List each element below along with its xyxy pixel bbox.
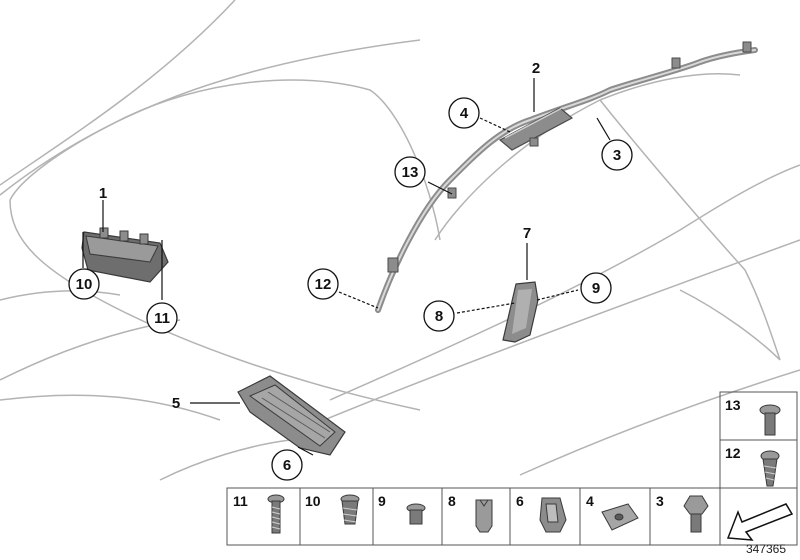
leader-lines: [82, 78, 611, 456]
svg-text:10: 10: [76, 276, 93, 293]
callout-2: 2: [532, 60, 540, 77]
svg-text:5: 5: [172, 395, 180, 412]
fastener-cell-3: 3: [656, 493, 664, 509]
callout-4: 4: [448, 97, 480, 129]
fastener-cell-13: 13: [725, 397, 741, 413]
callout-1: 1: [99, 185, 107, 202]
bolt-icon: [406, 503, 426, 525]
svg-text:7: 7: [523, 225, 531, 242]
knee-airbag-part: [237, 375, 346, 456]
callout-9: 9: [580, 272, 612, 304]
rivet-nut-icon: [475, 499, 493, 533]
svg-text:13: 13: [402, 164, 419, 181]
fastener-cell-8: 8: [448, 493, 456, 509]
fastener-cell-4: 4: [586, 493, 594, 509]
vehicle-outline: [0, 0, 800, 481]
svg-text:4: 4: [586, 493, 594, 509]
callout-7: 7: [523, 225, 531, 242]
callout-10: 10: [68, 268, 100, 300]
svg-text:9: 9: [378, 493, 386, 509]
fastener-cell-12: 12: [725, 445, 741, 461]
svg-text:10: 10: [305, 493, 321, 509]
svg-text:3: 3: [613, 147, 621, 164]
callout-6: 6: [271, 449, 303, 481]
svg-text:13: 13: [725, 397, 741, 413]
screw-icon: [267, 494, 285, 534]
svg-text:3: 3: [656, 493, 664, 509]
fastener-cell-11: 11: [233, 493, 248, 509]
fastener-cell-10: 10: [305, 493, 321, 509]
svg-text:6: 6: [516, 493, 524, 509]
hex-bolt-icon: [683, 495, 709, 533]
screw-icon: [760, 450, 780, 487]
svg-text:9: 9: [592, 280, 600, 297]
svg-text:8: 8: [435, 308, 443, 325]
callout-5: 5: [172, 395, 180, 412]
svg-text:11: 11: [233, 493, 248, 509]
fastener-cell-6: 6: [516, 493, 524, 509]
speed-nut-icon: [601, 503, 639, 531]
svg-text:12: 12: [315, 276, 332, 293]
svg-text:8: 8: [448, 493, 456, 509]
svg-text:2: 2: [532, 60, 540, 77]
screw-icon: [340, 494, 360, 525]
gas-generator-part: [498, 107, 574, 151]
passenger-airbag-part: [81, 227, 169, 283]
callout-3: 3: [601, 139, 633, 171]
clip-icon: [539, 497, 567, 533]
svg-text:11: 11: [154, 310, 170, 327]
bolt-icon: [759, 404, 781, 436]
arrow-icon: [726, 503, 794, 541]
fastener-cell-9: 9: [378, 493, 386, 509]
svg-text:4: 4: [460, 105, 469, 122]
callout-11: 11: [146, 302, 178, 334]
diagram-number: 347365: [746, 542, 786, 556]
trim-cover-part: [502, 281, 539, 343]
callout-12: 12: [307, 268, 339, 300]
svg-text:1: 1: [99, 185, 107, 202]
callout-8: 8: [423, 300, 455, 332]
svg-text:6: 6: [283, 457, 291, 474]
callout-13: 13: [394, 156, 426, 188]
fastener-table: [226, 391, 798, 546]
curtain-airbag-part: [375, 41, 758, 313]
svg-text:12: 12: [725, 445, 741, 461]
